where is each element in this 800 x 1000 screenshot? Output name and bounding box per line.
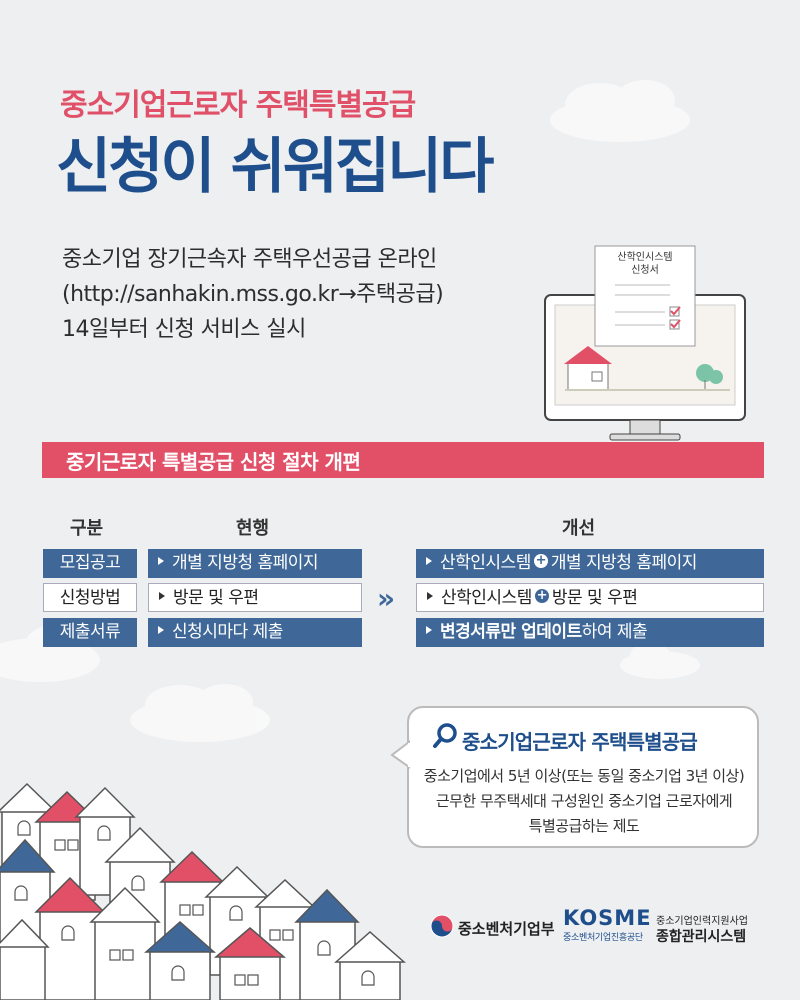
system-logo-title: 종합관리시스템 [656,929,747,945]
info-box-text: 중소기업에서 5년 이상(또는 동일 중소기업 3년 이상) 근무한 무주택세대… [408,764,760,839]
ministry-logo-text: 중소벤처기업부 [458,920,555,938]
triangle-bullet-icon [426,626,432,634]
row-label-method: 신청방법 [43,583,137,612]
triangle-bullet-icon [426,557,432,565]
current-documents-text: 신청시마다 제출 [172,622,283,642]
row-label-recruitment: 모집공고 [43,549,137,578]
page-title: 신청이 쉬워집니다 [56,132,494,202]
intro-line-2[interactable]: (http://sanhakin.mss.go.kr→주택공급) [62,282,444,307]
improved-documents-bold: 변경서류만 업데이트 [440,622,582,642]
page-subtitle: 중소기업근로자 주택특별공급 [60,88,416,123]
triangle-bullet-icon [159,592,165,600]
triangle-bullet-icon [158,626,164,634]
improved-recruitment-b: 개별 지방청 홈페이지 [550,553,698,573]
info-box-title: 중소기업근로자 주택특별공급 [462,730,698,754]
improved-method: 산학인시스템+방문 및 우편 [416,583,764,612]
ministry-emblem-icon [430,914,454,938]
row-label-documents: 제출서류 [43,618,137,647]
intro-text: 중소기업 장기근속자 주택우선공급 온라인 (http://sanhakin.m… [62,242,444,347]
form-label-line-1: 산학인시스템 [617,251,672,263]
houses-illustration [0,782,406,1000]
info-line-3: 특별공급하는 제도 [528,817,640,835]
triangle-bullet-icon [158,557,164,565]
current-recruitment: 개별 지방청 홈페이지 [148,549,362,578]
improved-method-a: 산학인시스템 [441,588,532,608]
intro-line-1: 중소기업 장기근속자 주택우선공급 온라인 [62,247,437,272]
kosme-logo: KOSME [563,906,652,930]
column-header-category: 구분 [70,518,104,539]
current-method: 방문 및 우편 [148,583,362,612]
improved-recruitment: 산학인시스템+개별 지방청 홈페이지 [416,549,764,578]
system-logo-subtitle: 중소기업인력지원사업 [656,916,748,927]
improved-method-b: 방문 및 우편 [551,588,638,608]
column-header-improved: 개선 [562,518,596,539]
current-recruitment-text: 개별 지방청 홈페이지 [172,553,319,573]
section-banner: 중기근로자 특별공급 신청 절차 개편 [42,442,764,478]
plus-icon: + [534,588,549,603]
monitor-illustration: 산학인시스템 신청서 [544,245,746,441]
info-line-2: 근무한 무주택세대 구성원인 중소기업 근로자에게 [435,792,733,810]
bubble-tail [390,740,412,769]
plus-icon: + [533,553,548,568]
double-chevron-right-icon: » [377,582,395,615]
column-header-current: 현행 [236,518,270,539]
improved-documents: 변경서류만 업데이트하여 제출 [416,618,764,647]
triangle-bullet-icon [427,592,433,600]
intro-line-3: 14일부터 신청 서비스 실시 [62,317,306,342]
info-line-1: 중소기업에서 5년 이상(또는 동일 중소기업 3년 이상) [423,767,745,785]
improved-recruitment-a: 산학인시스템 [440,553,531,573]
current-documents: 신청시마다 제출 [148,618,362,647]
banner-label: 중기근로자 특별공급 신청 절차 개편 [66,450,361,474]
magnifier-icon [433,723,457,748]
current-method-text: 방문 및 우편 [173,588,259,608]
improved-documents-rest: 하여 제출 [581,622,648,642]
kosme-logo-subtitle: 중소벤처기업진흥공단 [563,933,643,943]
form-label-line-2: 신청서 [631,264,659,276]
info-box [407,706,759,848]
